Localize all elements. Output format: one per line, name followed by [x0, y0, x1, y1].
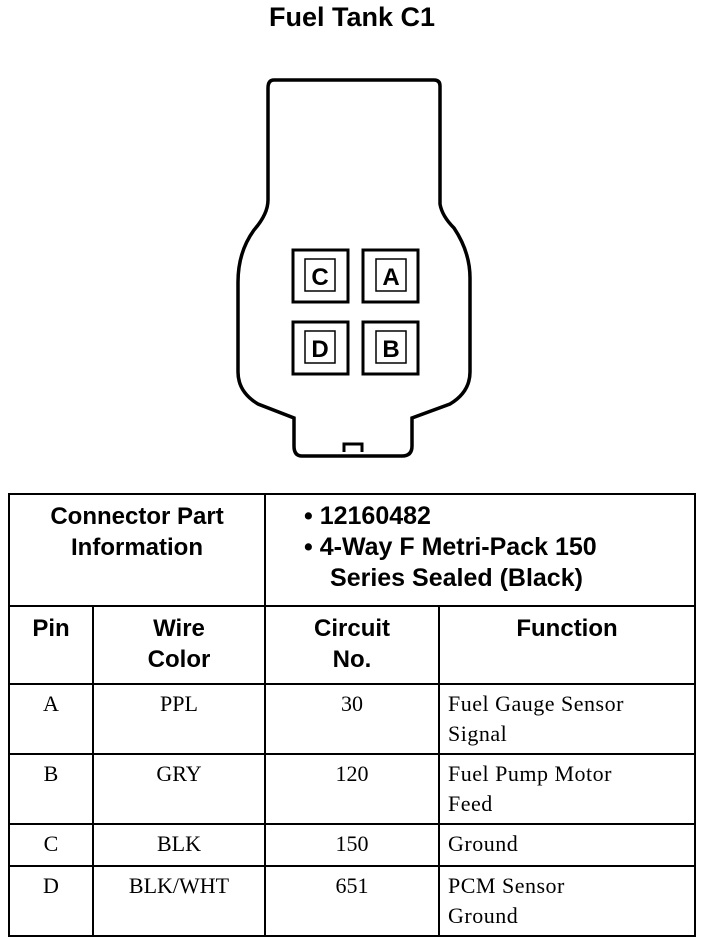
part-description-cont: Series Sealed (Black) — [330, 564, 583, 592]
circuit-cell: 120 — [264, 753, 441, 825]
pin-cell: A — [8, 683, 94, 755]
header-color-text: Color — [147, 646, 211, 673]
pin-cavity-c: C — [291, 248, 350, 304]
part-info-label-line: Information — [71, 534, 203, 561]
pin-cavity-d: D — [291, 320, 350, 376]
header-circuit: Circuit No. — [264, 605, 441, 685]
function-line: Fuel Pump Motor — [448, 761, 612, 786]
table-row: A PPL 30 Fuel Gauge Sensor Signal — [8, 683, 697, 755]
table-row: C BLK 150 Ground — [8, 823, 697, 867]
pin-cell: C — [8, 823, 94, 867]
function-cell: Fuel Pump Motor Feed — [438, 753, 697, 825]
part-info-label-cell: Connector Part Information — [7, 493, 267, 607]
connector-info-table: Connector Part Information • 12160482 • … — [7, 493, 697, 937]
connector-housing — [236, 78, 472, 458]
function-line: Feed — [448, 791, 493, 816]
header-wire-text: Wire — [153, 615, 205, 642]
function-cell: Ground — [438, 823, 697, 867]
function-line: Ground — [448, 903, 519, 928]
wire-color-cell: BLK/WHT — [91, 865, 267, 937]
part-description: • 4-Way F Metri-Pack 150 — [304, 533, 597, 561]
connector-face-diagram: C A D B — [236, 78, 472, 458]
header-function: Function — [438, 605, 697, 685]
header-pin-text: Pin — [32, 615, 70, 642]
pin-label-d: D — [311, 336, 328, 363]
wire-color-cell: BLK — [91, 823, 267, 867]
connector-latch-tab — [342, 442, 364, 452]
header-wire-color: Wire Color — [91, 605, 267, 685]
pin-label-c: C — [311, 264, 328, 291]
header-function-text: Function — [516, 615, 618, 642]
circuit-cell: 150 — [264, 823, 441, 867]
circuit-cell: 30 — [264, 683, 441, 755]
function-line: Ground — [448, 831, 519, 856]
function-cell: Fuel Gauge Sensor Signal — [438, 683, 697, 755]
header-row: Pin Wire Color Circuit No. Function — [8, 605, 697, 685]
circuit-cell: 651 — [264, 865, 441, 937]
pin-cavity-b: B — [361, 320, 420, 376]
pin-label-a: A — [382, 264, 399, 291]
wire-color-cell: PPL — [91, 683, 267, 755]
part-number: • 12160482 — [304, 502, 431, 530]
function-line: Fuel Gauge Sensor — [448, 691, 624, 716]
part-info-value-cell: • 12160482 • 4-Way F Metri-Pack 150 Seri… — [264, 493, 697, 607]
table-row: B GRY 120 Fuel Pump Motor Feed — [8, 753, 697, 825]
wire-color-cell: GRY — [91, 753, 267, 825]
function-line: Signal — [448, 721, 508, 746]
table-row: D BLK/WHT 651 PCM Sensor Ground — [8, 865, 697, 937]
pin-cell: B — [8, 753, 94, 825]
diagram-title: Fuel Tank C1 — [268, 2, 436, 32]
header-pin: Pin — [8, 605, 94, 685]
pin-cell: D — [8, 865, 94, 937]
function-cell: PCM Sensor Ground — [438, 865, 697, 937]
header-no-text: No. — [332, 646, 372, 673]
part-info-label-line: Connector Part — [50, 503, 224, 530]
function-line: PCM Sensor — [448, 873, 565, 898]
header-circuit-text: Circuit — [314, 615, 391, 642]
pin-label-b: B — [382, 336, 399, 363]
pin-cavity-a: A — [361, 248, 420, 304]
part-info-row: Connector Part Information • 12160482 • … — [7, 493, 697, 607]
